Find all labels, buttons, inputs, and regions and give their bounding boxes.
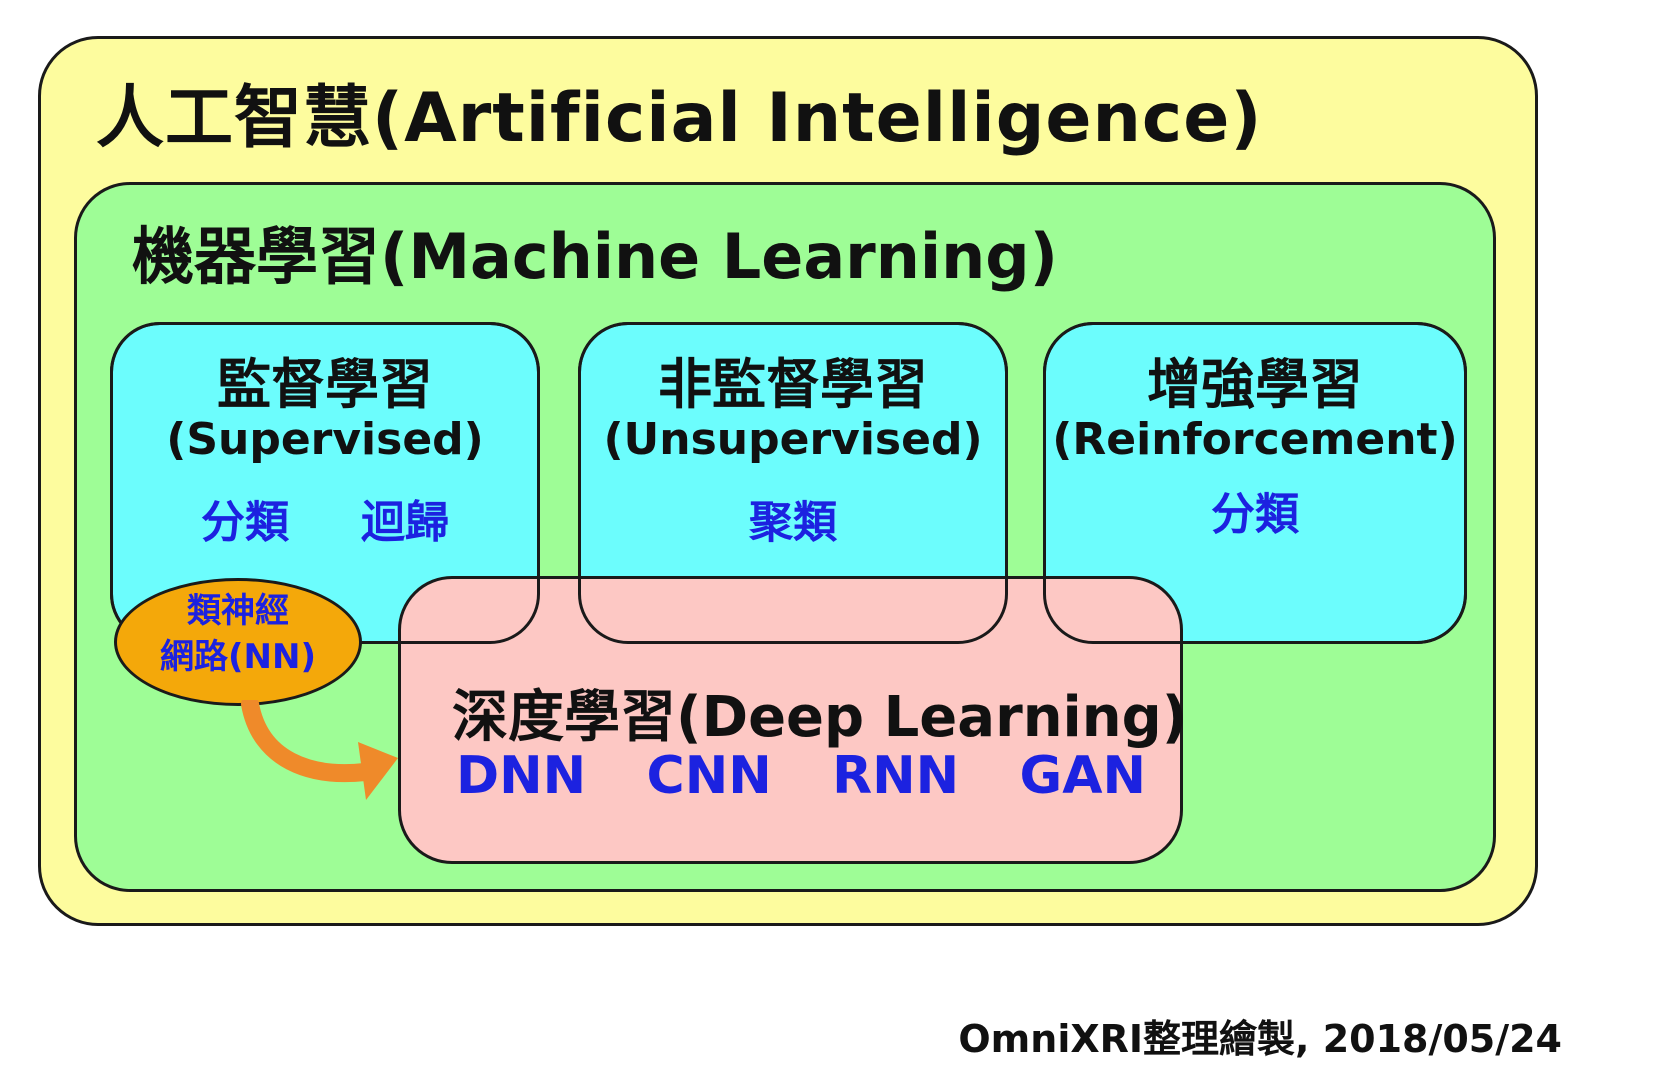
reinforcement-title: 增強學習 [1147,353,1363,416]
neural-network-ellipse [114,578,362,706]
neural-network-label: 類神經 網路(NN) [114,588,362,680]
reinforcement-tags: 分類 [1043,478,1467,542]
model-cnn: CNN [646,746,772,806]
deep-learning-region [398,576,1183,864]
supervised-subtitle: (Supervised) [166,414,484,465]
model-rnn: RNN [832,746,960,806]
ml-title: 機器學習(Machine Learning) [132,220,1059,293]
unsupervised-tags: 聚類 [578,486,1008,550]
supervised-tag-classification: 分類 [201,497,289,548]
reinforcement-tag-classification: 分類 [1211,489,1299,540]
unsupervised-tag-clustering: 聚類 [749,497,837,548]
supervised-tags: 分類 迴歸 [110,486,540,550]
model-gan: GAN [1019,746,1146,806]
unsupervised-subtitle: (Unsupervised) [603,414,983,465]
credit-text: OmniXRI整理繪製, 2018/05/24 [958,1017,1562,1061]
unsupervised-title: 非監督學習 [658,353,928,416]
neural-network-label-line2: 網路(NN) [160,637,316,677]
neural-network-label-line1: 類神經 [187,591,289,631]
deep-learning-title: 深度學習(Deep Learning) [452,685,1188,750]
supervised-title: 監督學習 [217,353,433,416]
deep-learning-models: DNN CNN RNN GAN [456,746,1146,806]
nn-to-deep-learning-arrow-icon [241,700,398,800]
ai-title: 人工智慧(Artificial Intelligence) [96,79,1263,158]
supervised-tag-regression: 迴歸 [361,497,449,548]
reinforcement-subtitle: (Reinforcement) [1052,414,1458,465]
model-dnn: DNN [456,746,587,806]
